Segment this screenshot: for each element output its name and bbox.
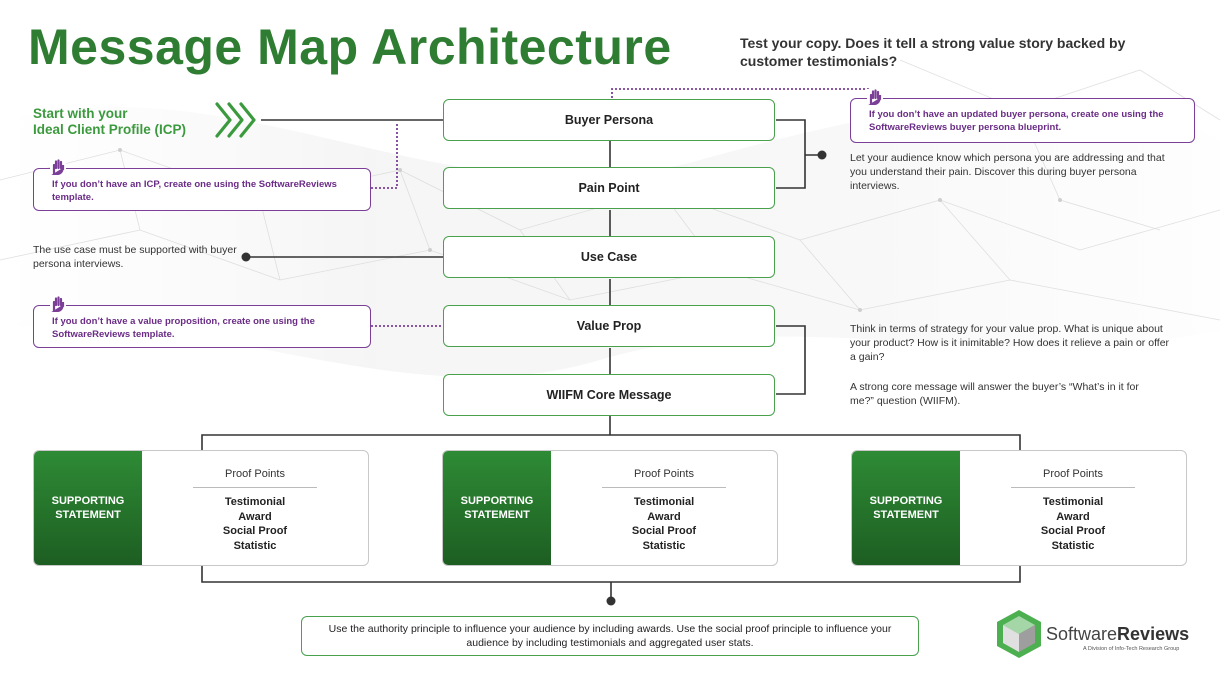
logo-subline: A Division of Info-Tech Research Group: [1083, 646, 1180, 652]
logo-name-bold: Reviews: [1117, 624, 1190, 644]
note-wiifm: A strong core message will answer the bu…: [850, 381, 1139, 407]
logo-name-light: Software: [1046, 624, 1118, 644]
icp-start-line1: Start with your: [33, 106, 128, 121]
raised-hand-icon: [50, 159, 66, 175]
hint-icp: If you don’t have an ICP, create one usi…: [33, 159, 371, 211]
cube-logo-icon: [997, 610, 1041, 658]
proof-item: Award: [238, 510, 272, 523]
hint-buyer-persona: If you don’t have an updated buyer perso…: [850, 89, 1195, 143]
raised-hand-icon: [867, 89, 883, 105]
raised-hand-icon: [50, 296, 66, 312]
proof-item: Social Proof: [222, 525, 288, 537]
node-buyer-persona: Buyer Persona: [443, 99, 775, 141]
hint-buyer-persona-text: If you don’t have an updated buyer perso…: [869, 109, 1164, 133]
node-wiifm-core-message: WIIFM Core Message: [443, 374, 775, 416]
proof-points-header: Proof Points: [602, 468, 726, 488]
tagline: Test your copy. Does it tell a strong va…: [740, 35, 1126, 69]
proof-points-header: Proof Points: [1011, 468, 1135, 488]
icp-start-label: Start with your Ideal Client Profile (IC…: [33, 106, 186, 138]
supporting-card-2: SUPPORTING STATEMENT Proof Points Testim…: [442, 450, 778, 566]
hint-icp-text: If you don’t have an ICP, create one usi…: [52, 179, 337, 203]
supporting-statement-label: SUPPORTING STATEMENT: [34, 451, 142, 565]
proof-item: Statistic: [642, 539, 686, 552]
proof-item: Statistic: [1051, 539, 1095, 552]
proof-item: Social Proof: [631, 525, 697, 537]
note-persona-pain: Let your audience know which persona you…: [850, 152, 1165, 192]
icp-start-line2: Ideal Client Profile (ICP): [33, 122, 187, 137]
note-value-prop: Think in terms of strategy for your valu…: [850, 323, 1170, 363]
supporting-card-1: SUPPORTING STATEMENT Proof Points Testim…: [33, 450, 369, 566]
supporting-statement-label: SUPPORTING STATEMENT: [443, 451, 551, 565]
bottom-note: Use the authority principle to influence…: [301, 616, 919, 656]
node-value-prop: Value Prop: [443, 305, 775, 347]
proof-item: Statistic: [233, 539, 277, 552]
proof-item: Testimonial: [224, 496, 286, 508]
supporting-statement-label: SUPPORTING STATEMENT: [852, 451, 960, 565]
node-pain-point: Pain Point: [443, 167, 775, 209]
proof-points-header: Proof Points: [193, 468, 317, 488]
page-title: Message Map Architecture: [28, 19, 672, 75]
supporting-card-3: SUPPORTING STATEMENT Proof Points Testim…: [851, 450, 1187, 566]
proof-item: Testimonial: [633, 496, 695, 508]
note-use-case: The use case must be supported with buye…: [33, 244, 237, 270]
hint-value-prop-text: If you don’t have a value proposition, c…: [52, 316, 315, 340]
hint-value-prop: If you don’t have a value proposition, c…: [33, 296, 371, 348]
logo-wordmark: SoftwareReviews: [1046, 624, 1189, 645]
proof-item: Testimonial: [1042, 496, 1104, 508]
node-use-case: Use Case: [443, 236, 775, 278]
proof-item: Award: [1056, 510, 1090, 523]
chevron-right-double-icon: [215, 102, 256, 138]
proof-item: Award: [647, 510, 681, 523]
proof-item: Social Proof: [1040, 525, 1106, 537]
